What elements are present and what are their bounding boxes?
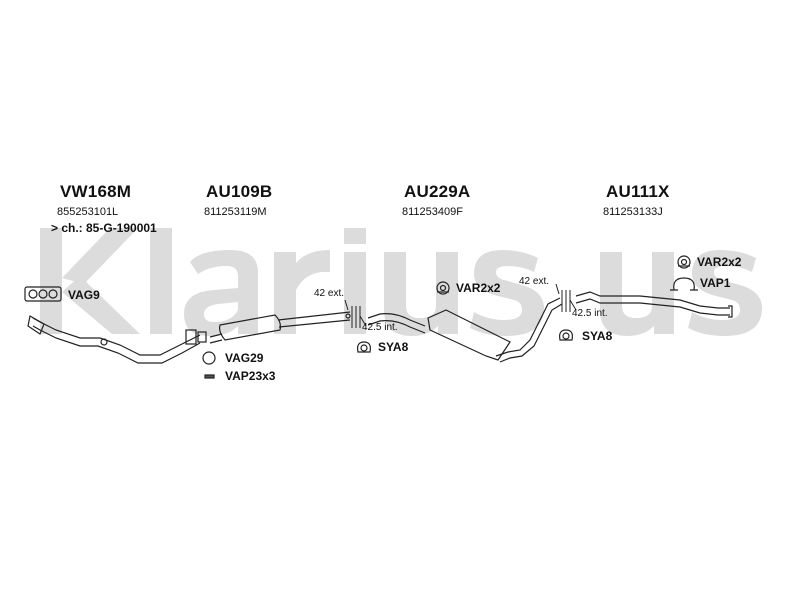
dimension-int-1: 42.5 int. — [362, 322, 398, 333]
dimension-ext-2: 42 ext. — [519, 276, 550, 287]
part-label-sya8-2: SYA8 — [582, 329, 613, 343]
front-clamp — [185, 329, 207, 345]
dimension-int-2: 42.5 int. — [572, 308, 608, 319]
part-number-au229a: 811253409F — [402, 206, 463, 218]
vap23-bolt — [204, 374, 215, 379]
group-code-au111x: AU111X — [606, 182, 670, 201]
part-label-vap23x3: VAP23x3 — [225, 369, 276, 383]
var2x2-mount-2 — [677, 255, 691, 269]
sya8-hanger-1 — [357, 341, 371, 353]
part-label-vag9: VAG9 — [68, 288, 100, 302]
rear-silencer — [367, 297, 563, 363]
part-label-vag29: VAG29 — [225, 351, 264, 365]
vag29-ring — [202, 351, 216, 365]
middle-silencer — [209, 311, 351, 344]
group-code-vw168m: VW168M — [60, 182, 132, 201]
tail-pipe — [575, 291, 733, 318]
sya8-hanger-2 — [559, 329, 573, 341]
part-label-var2x2-1: VAR2x2 — [456, 281, 501, 295]
group-code-au109b: AU109B — [206, 182, 273, 201]
joint-marker-2 — [555, 283, 577, 312]
group-code-au229a: AU229A — [404, 182, 471, 201]
var2x2-mount-1 — [436, 281, 450, 295]
front-pipe — [27, 315, 201, 364]
part-number-au109b: 811253119M — [204, 206, 267, 218]
part-number-vw168m: 855253101L — [57, 206, 119, 218]
vap1-clamp — [670, 277, 698, 291]
chassis-note-vw168m: > ch.: 85-G-190001 — [51, 221, 157, 235]
part-label-sya8-1: SYA8 — [378, 340, 409, 354]
joint-marker-1 — [344, 299, 367, 328]
part-number-au111x: 811253133J — [603, 206, 663, 218]
part-label-var2x2-2: VAR2x2 — [697, 255, 742, 269]
part-label-vap1: VAP1 — [700, 276, 731, 290]
vag9-gasket — [24, 286, 62, 302]
dimension-ext-1: 42 ext. — [314, 288, 345, 299]
